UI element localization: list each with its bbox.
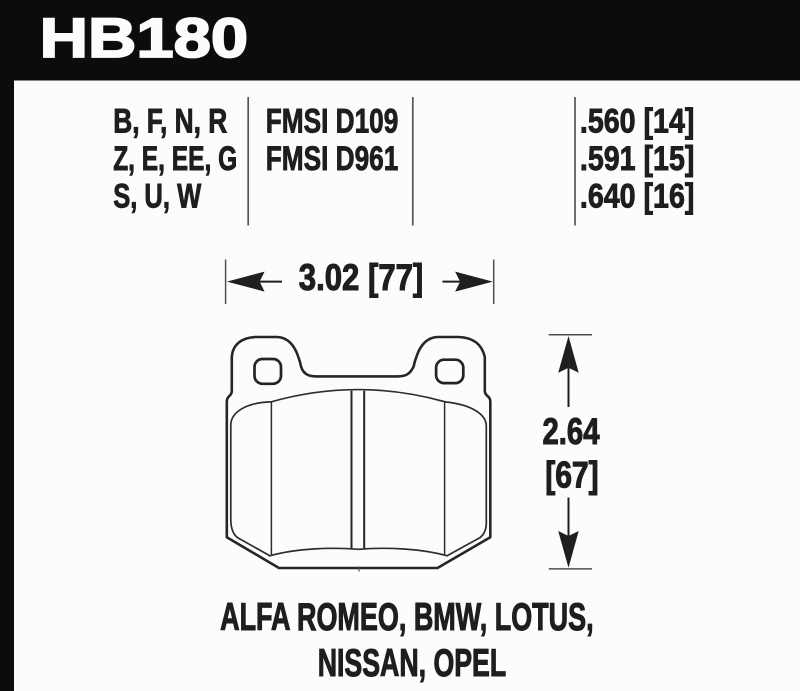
svg-text:S, U, W: S, U, W	[113, 178, 202, 216]
svg-text:.640 [16]: .640 [16]	[580, 178, 695, 216]
svg-text:.560 [14]: .560 [14]	[580, 102, 695, 140]
svg-text:FMSI D961: FMSI D961	[266, 140, 399, 178]
svg-text:Z, E, EE, G: Z, E, EE, G	[113, 140, 237, 178]
svg-text:3.02 [77]: 3.02 [77]	[299, 257, 424, 298]
svg-text:2.64: 2.64	[543, 411, 601, 452]
svg-text:ALFA ROMEO, BMW, LOTUS,: ALFA ROMEO, BMW, LOTUS,	[220, 596, 593, 639]
svg-text:[67]: [67]	[545, 455, 599, 496]
svg-text:FMSI D109: FMSI D109	[266, 102, 399, 140]
svg-text:HB180: HB180	[40, 7, 249, 69]
svg-text:NISSAN, OPEL: NISSAN, OPEL	[318, 642, 507, 685]
svg-text:B, F, N, R: B, F, N, R	[113, 102, 227, 140]
svg-text:.591 [15]: .591 [15]	[580, 140, 695, 178]
